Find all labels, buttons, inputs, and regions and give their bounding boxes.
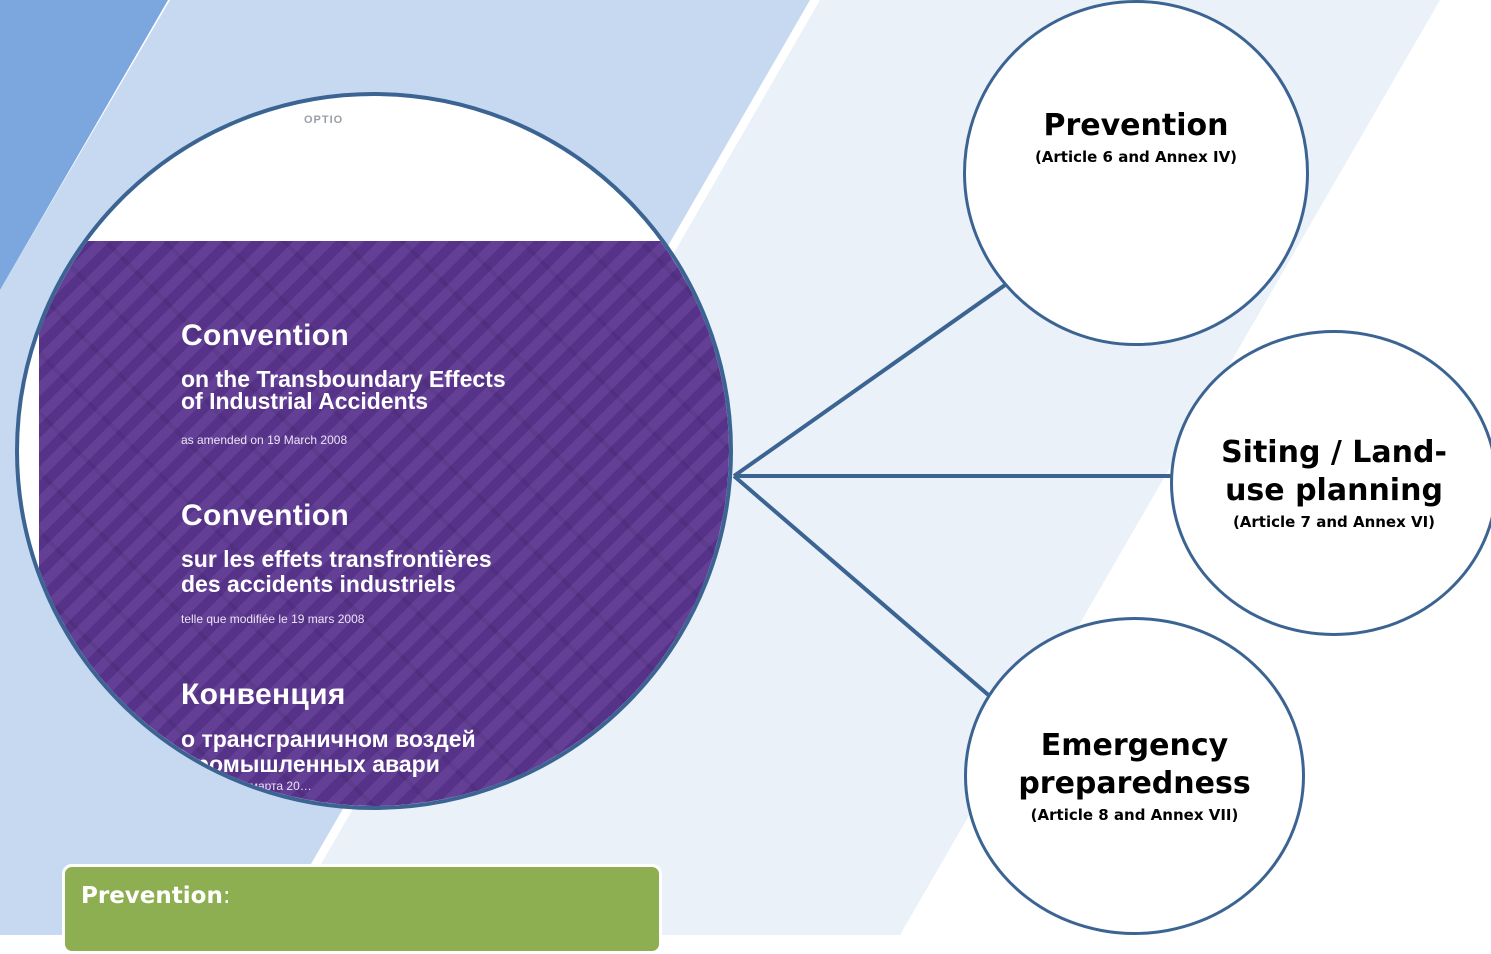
emergency-subtitle: (Article 8 and Annex VII) [1030,805,1239,824]
cover-ru-heading: Конвенция [181,678,346,711]
cover-ru-line2: промышленных авари [181,751,440,777]
siting-subtitle: (Article 7 and Annex VI) [1232,512,1436,531]
convention-cover-circle: OPTIO Convention on the Transboundary Ef… [15,92,733,810]
cover-fr-line1: sur les effets transfrontières [181,546,492,572]
cover-ru-small: …ями от 19 марта 20… [181,779,312,793]
cover-fr-small: telle que modifiée le 19 mars 2008 [181,612,365,626]
prevention-label: Prevention: [81,883,231,909]
cover-ru-line1: о трансграничном воздей [181,726,476,752]
cover-top-text: OPTIO [304,114,344,126]
prevention-circle: Prevention (Article 6 and Annex IV) [963,0,1309,346]
cover-fr-line2: des accidents industriels [181,571,456,597]
siting-title: Siting / Land-use planning [1221,434,1447,508]
siting-land-use-circle: Siting / Land-use planning (Article 7 an… [1170,330,1491,636]
cover-en-heading: Convention [181,319,349,352]
prevention-title: Prevention [1043,108,1229,143]
emergency-title: Emergency preparedness [1018,727,1251,801]
emergency-preparedness-circle: Emergency preparedness (Article 8 and An… [964,617,1305,935]
cover-fr-heading: Convention [181,499,349,532]
prevention-label-text: Prevention [81,883,223,909]
prevention-label-colon: : [222,883,231,909]
cover-en-small: as amended on 19 March 2008 [181,433,348,447]
cover-purple-panel [39,241,729,806]
cover-en-line1: on the Transboundary Effects [181,366,506,392]
band-dark [0,0,168,290]
cover-en-line2: of Industrial Accidents [181,388,429,414]
prevention-subtitle: (Article 6 and Annex IV) [1034,148,1238,166]
prevention-label-box: Prevention: [62,864,662,954]
